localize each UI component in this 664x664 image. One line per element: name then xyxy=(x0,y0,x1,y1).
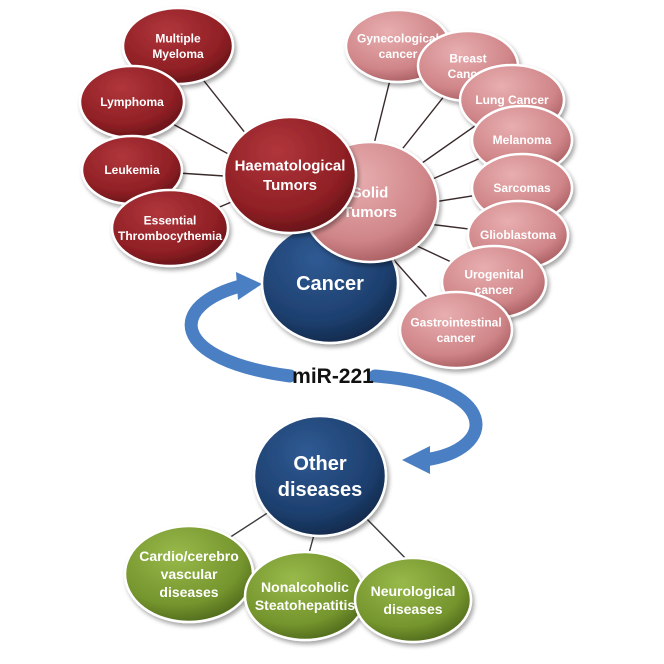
arrow-to-other-diseases xyxy=(368,369,483,467)
solid-child-1-label: Gynecological xyxy=(357,32,439,46)
other-disease-child-2-label: Nonalcoholic xyxy=(261,579,349,595)
solid-child-7-label: Urogenital xyxy=(464,268,523,282)
other-disease-child-3-label: diseases xyxy=(383,601,442,617)
arrow-to-cancer xyxy=(184,278,297,383)
haem-child-4-shape xyxy=(110,188,230,268)
other-diseases-node-label: Other xyxy=(293,453,347,475)
other-disease-child-1-label: vascular xyxy=(161,566,218,582)
solid-child-2-label: Breast xyxy=(449,52,486,66)
nodes: MultipleMyelomaLymphomaLeukemiaEssential… xyxy=(78,6,574,644)
solid-child-3-label: Lung Cancer xyxy=(475,93,549,107)
solid-child-6-label: Glioblastoma xyxy=(480,228,556,242)
haem-child-1-label: Myeloma xyxy=(152,47,204,61)
haematological-tumors-node-label: Tumors xyxy=(263,177,317,194)
haem-child-2: Lymphoma xyxy=(78,64,186,140)
other-disease-child-3: Neurological diseases xyxy=(353,556,473,644)
solid-child-7-label: cancer xyxy=(475,283,514,297)
solid-tumors-node-label: Tumors xyxy=(343,204,397,221)
other-disease-child-1: Cardio/cerebro vascular diseases xyxy=(123,524,255,624)
haem-child-1-label: Multiple xyxy=(155,32,201,46)
cancer-node-label: Cancer xyxy=(296,273,364,295)
other-disease-child-3-label: Neurological xyxy=(371,583,456,599)
haem-child-2-label: Lymphoma xyxy=(100,95,164,109)
haem-child-4-label: Essential xyxy=(144,214,197,228)
haem-child-3-label: Leukemia xyxy=(104,163,160,177)
solid-child-8-label: Gastrointestinal xyxy=(410,316,501,330)
solid-child-1-label: cancer xyxy=(379,47,418,61)
other-disease-child-1-label: diseases xyxy=(159,584,218,600)
other-diseases-node-shape xyxy=(252,414,388,538)
other-disease-child-2-label: Steatohepatitis xyxy=(255,597,356,613)
haem-child-3: Leukemia xyxy=(80,134,184,206)
solid-child-5-label: Sarcomas xyxy=(493,181,551,195)
arrowhead-icon xyxy=(402,446,430,474)
solid-child-8-label: cancer xyxy=(437,331,476,345)
other-diseases-node: Other diseases xyxy=(252,414,388,538)
solid-child-4-label: Melanoma xyxy=(493,133,552,147)
mir221-label: miR-221 xyxy=(292,365,374,388)
arrowhead-icon xyxy=(236,272,262,300)
haematological-tumors-node-label: Haematological xyxy=(235,158,346,175)
other-disease-child-3-shape xyxy=(353,556,473,644)
solid-child-8-shape xyxy=(398,290,514,370)
haem-child-4-label: Thrombocythemia xyxy=(118,229,222,243)
other-disease-child-1-label: Cardio/cerebro xyxy=(139,548,239,564)
solid-tumors-node-label: Solid xyxy=(352,185,389,202)
cycle-arrows xyxy=(184,272,483,474)
other-diseases-node-label: diseases xyxy=(278,479,363,501)
haematological-tumors-node-shape xyxy=(222,115,358,235)
